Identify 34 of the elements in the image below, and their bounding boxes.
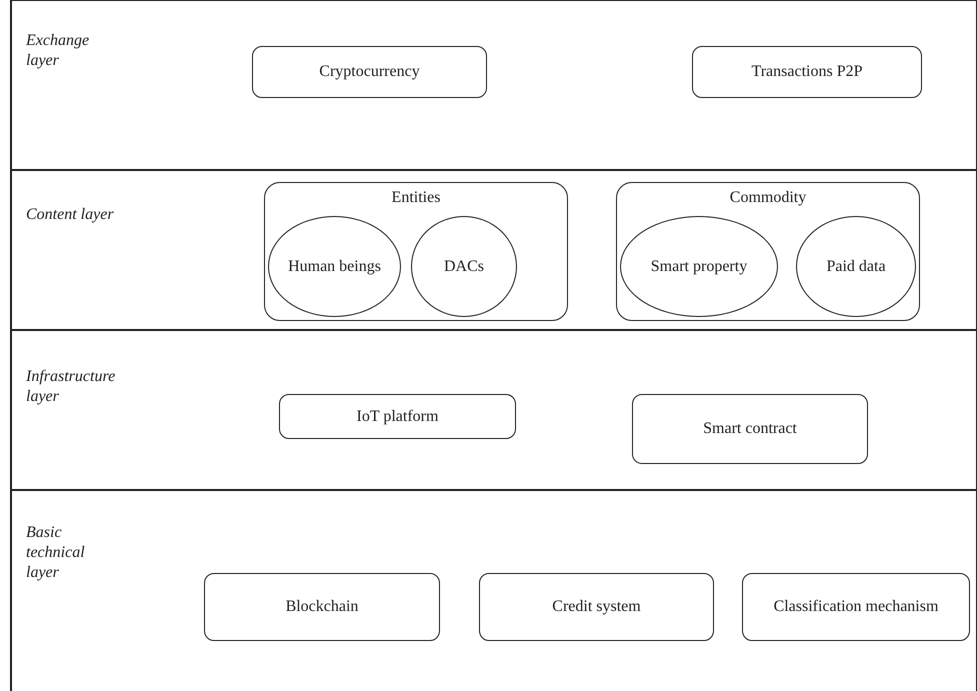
group-title: Commodity [728, 189, 808, 207]
ellipse [620, 216, 778, 317]
layer-label: Exchange layer [26, 31, 90, 71]
node-label: Paid data [825, 256, 887, 276]
layer-band [10, 170, 977, 330]
rounded-box [479, 573, 714, 641]
node-label: Credit system [551, 597, 642, 617]
node-label: Classification mechanism [772, 597, 940, 617]
node-label: IoT platform [356, 406, 440, 426]
node-label: Human beings [287, 256, 382, 276]
rounded-box [204, 573, 440, 641]
node-label: DACs [442, 256, 485, 276]
rounded-box [632, 394, 868, 464]
group-title: Entities [390, 189, 442, 207]
node-label: Cryptocurrency [318, 62, 421, 82]
layer-band [10, 490, 977, 691]
layer-label: Basic technical layer [26, 523, 86, 583]
node-label: Smart property [650, 256, 748, 276]
rounded-box [252, 46, 487, 98]
group-container [616, 182, 920, 321]
group-container [264, 182, 568, 321]
node-label: Smart contract [702, 419, 798, 439]
layer-label: Content layer [26, 205, 115, 225]
layer-band [10, 330, 977, 490]
rounded-box [279, 394, 516, 439]
ellipse [796, 216, 916, 317]
ellipse [411, 216, 517, 317]
layer-band [10, 0, 977, 170]
node-label: Transactions P2P [750, 62, 864, 82]
rounded-box [692, 46, 922, 98]
ellipse [268, 216, 401, 317]
layer-label: Infrastructure layer [26, 367, 116, 407]
rounded-box [742, 573, 970, 641]
node-label: Blockchain [284, 597, 360, 617]
